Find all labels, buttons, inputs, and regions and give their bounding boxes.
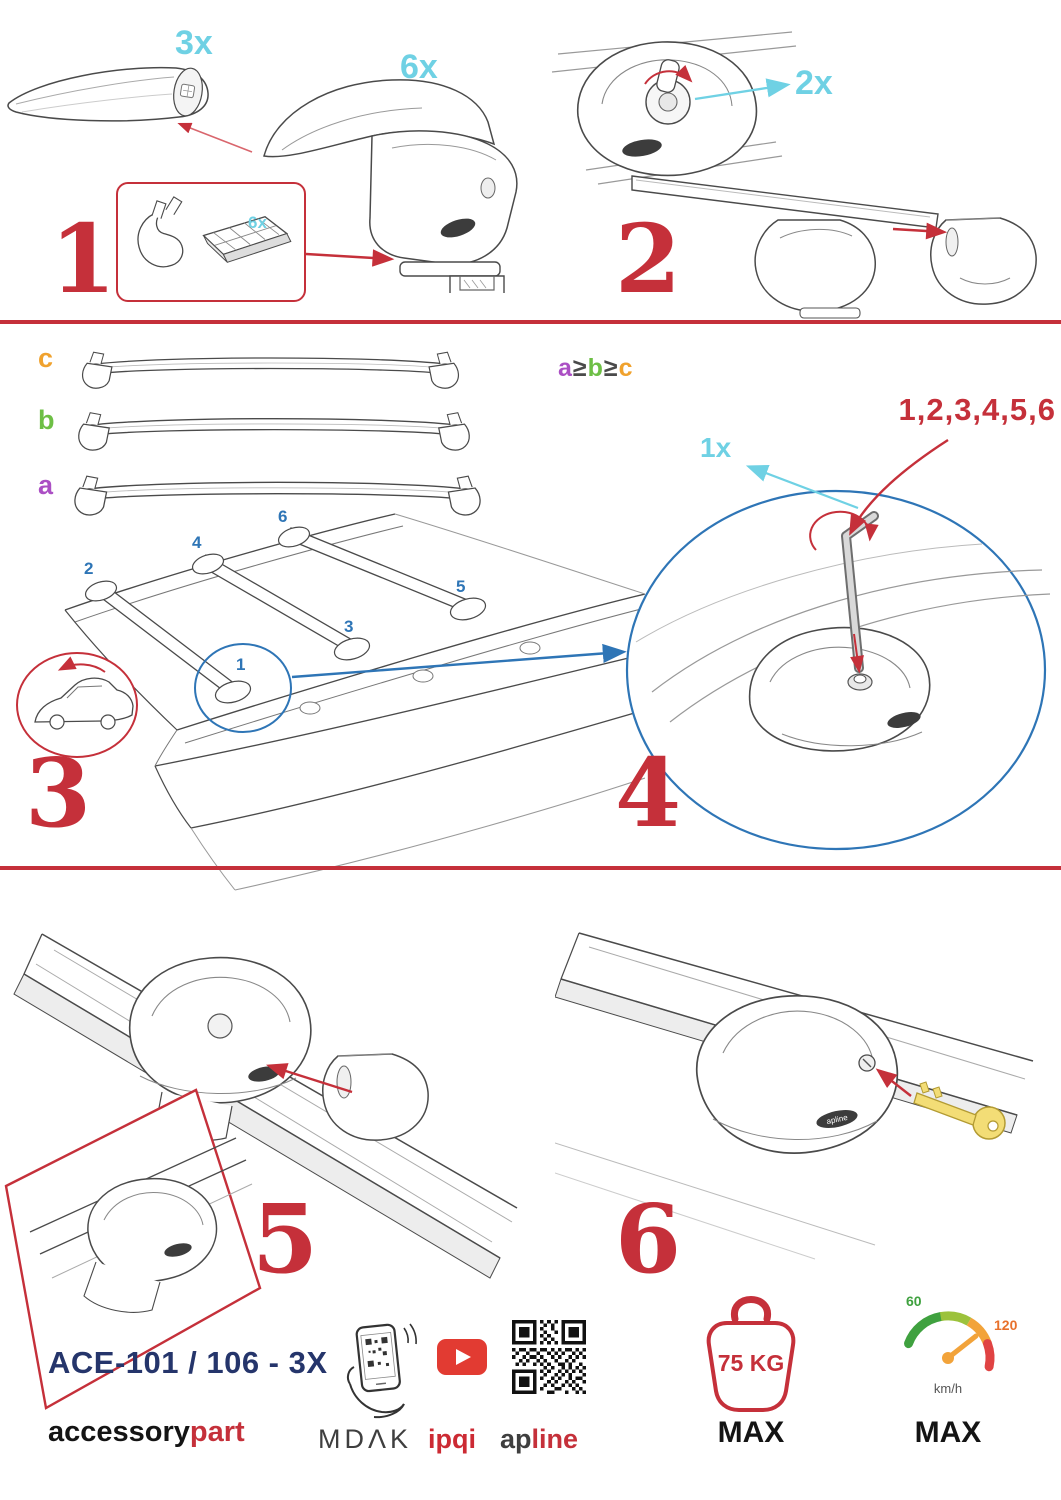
- speed-limit-icon: [904, 1311, 995, 1372]
- foot-torque-knob-illustration: [551, 31, 797, 185]
- front-direction-arrow: [57, 656, 106, 673]
- position-3-label: 3: [344, 617, 354, 636]
- speed-unit: km/h: [933, 1381, 963, 1396]
- phone: [355, 1323, 401, 1393]
- car-direction-inset: [16, 652, 138, 758]
- step-5-number: 5: [252, 1184, 319, 1295]
- bar-endcap-illustration: [631, 175, 1037, 319]
- qty-label-feet: 6x: [400, 48, 438, 86]
- bar-order-rule: a≥b≥c: [558, 356, 634, 381]
- model-number: ACE-101 / 106 - 3X: [48, 1345, 328, 1380]
- brand-main: accessory: [48, 1416, 190, 1448]
- weight-max-label: MAX: [717, 1416, 785, 1449]
- foot-assembly-illustration: [263, 79, 518, 293]
- qr-code: [512, 1320, 586, 1394]
- speed-tick-low: 60: [906, 1293, 922, 1309]
- lock-key: [913, 1081, 1006, 1140]
- brand-sticker: [622, 139, 662, 157]
- crossbar-a-illustration: [74, 475, 481, 516]
- qty-label-allen-key: 1x: [700, 432, 732, 463]
- qr-finder-patterns: [512, 1320, 586, 1394]
- clamp-detail-illustration: [137, 196, 292, 268]
- clamp-detail-inset: [116, 182, 306, 302]
- crossbar-profile-illustration: [7, 66, 209, 122]
- position-1-label: 1: [236, 655, 246, 674]
- inset-drawing: [29, 1137, 253, 1313]
- foot-top-view: [577, 41, 758, 177]
- brand-sticker: [887, 712, 921, 728]
- crossbar-b-illustration: [78, 412, 470, 451]
- bar-label-a: a: [38, 470, 54, 500]
- crossbar-c-illustration: [81, 351, 460, 389]
- section-divider-1: [0, 320, 1061, 324]
- qty-label-pads: 6x: [248, 213, 267, 232]
- partner-logo-apline: apline: [500, 1426, 578, 1453]
- clamp-claw: [137, 196, 184, 268]
- foot-on-bar: [754, 219, 876, 319]
- bar-label-c: c: [38, 343, 54, 373]
- rotate-arrow: [644, 65, 693, 85]
- tightening-detail-illustration: [625, 489, 1051, 851]
- step-6-number: 6: [615, 1184, 682, 1295]
- rule-a: a: [558, 354, 573, 382]
- brand-wordmark: accessorypart: [48, 1418, 245, 1447]
- bolt-arrow: [850, 633, 865, 674]
- scan-qr-phone-icon: [346, 1323, 417, 1419]
- foot-body: [263, 79, 518, 293]
- step-2-number: 2: [615, 204, 682, 315]
- gte-sign: ≥: [572, 354, 588, 382]
- youtube-icon: [437, 1339, 487, 1375]
- step-1-number: 1: [50, 204, 117, 315]
- partner-logo-ipqi: ipqi: [428, 1424, 476, 1454]
- scan-signal-lines: [403, 1323, 417, 1345]
- rule-c: c: [618, 354, 634, 382]
- brand-sticker: [440, 218, 476, 238]
- brand-accent: part: [189, 1416, 245, 1448]
- position-6-label: 6: [278, 507, 288, 526]
- assembled-foot-inset: [4, 1088, 262, 1410]
- crossbar-body: [7, 66, 209, 122]
- foot-with-lock: apline: [695, 995, 899, 1154]
- qr-modules: [512, 1320, 586, 1394]
- brand-sticker-text: apline: [826, 1113, 849, 1126]
- section-divider-2: [0, 866, 1061, 870]
- position-5-label: 5: [456, 577, 466, 596]
- position-2-label: 2: [84, 559, 94, 578]
- apline-main: ap: [500, 1424, 532, 1454]
- end-support: [930, 217, 1037, 305]
- brand-sticker: [164, 1243, 192, 1257]
- qty-label-bars: 3x: [175, 24, 213, 62]
- gte-sign: ≥: [603, 354, 619, 382]
- weight-limit-value: 75 KG: [717, 1350, 785, 1376]
- rubber-pad: [202, 216, 292, 263]
- qty-label-keys: 2x: [795, 64, 833, 102]
- position-4-label: 4: [192, 533, 202, 552]
- hand: [346, 1366, 405, 1419]
- apline-accent: line: [531, 1424, 579, 1454]
- step-3-number: 3: [25, 738, 92, 849]
- speed-max-label: MAX: [914, 1416, 982, 1449]
- step-4-number: 4: [615, 738, 682, 849]
- tighten-sequence-label: 1,2,3,4,5,6: [898, 392, 1056, 427]
- car-silhouette: [34, 677, 134, 723]
- speed-tick-high: 120: [994, 1317, 1018, 1333]
- foot-open-cover: [748, 626, 931, 752]
- bar-label-b: b: [38, 405, 55, 435]
- rule-b: b: [587, 354, 604, 382]
- mounted-crossbars: [84, 526, 541, 715]
- cover-cap: [322, 1053, 429, 1141]
- car-roof-illustration: [16, 513, 645, 891]
- weight-limit-icon: [706, 1296, 796, 1412]
- brand-sticker: [816, 1110, 858, 1128]
- partner-logo-mdak: MDΛK: [318, 1424, 413, 1454]
